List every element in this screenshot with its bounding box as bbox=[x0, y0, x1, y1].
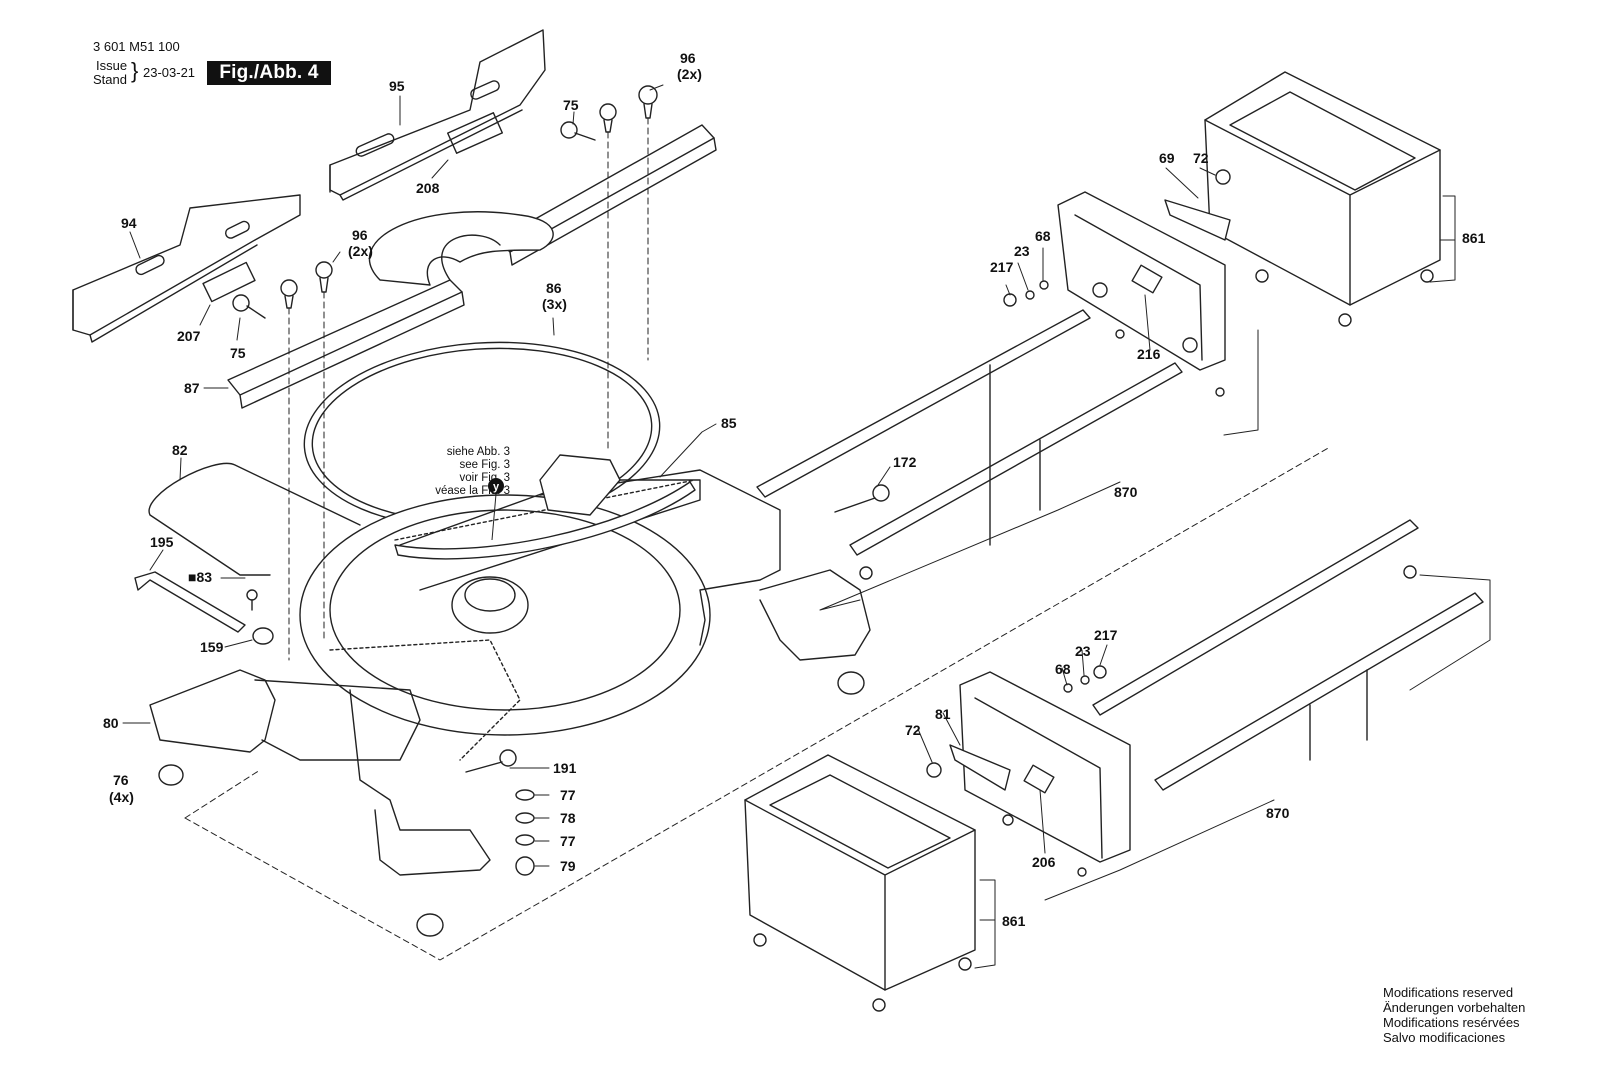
callout-159: 159 bbox=[200, 639, 224, 655]
svg-text:y: y bbox=[493, 481, 500, 493]
callout-207: 207 bbox=[177, 328, 201, 344]
note-line-es: Salvo modificaciones bbox=[1383, 1030, 1506, 1045]
issue-date: 23-03-21 bbox=[143, 65, 196, 80]
callout-861-upper: 861 bbox=[1462, 230, 1486, 246]
fence-upper-part bbox=[329, 29, 546, 201]
hex-key-part bbox=[134, 571, 246, 633]
callout-79: 79 bbox=[560, 858, 576, 874]
callout-23-upper: 23 bbox=[1014, 243, 1030, 259]
stand-label: Stand bbox=[93, 72, 127, 87]
callout-75-left: 75 bbox=[230, 345, 246, 361]
callout-72-lower: 72 bbox=[905, 722, 921, 738]
callout-68-lower: 68 bbox=[1055, 661, 1071, 677]
callout-68-upper: 68 bbox=[1035, 228, 1051, 244]
callout-96-left: 96 bbox=[352, 227, 368, 243]
callout-69: 69 bbox=[1159, 150, 1175, 166]
callout-labels: 95 96 (2x) 75 208 94 96 (2x) 207 75 87 8… bbox=[103, 50, 1486, 929]
callout-83: ■83 bbox=[188, 569, 212, 585]
callout-72-upper: 72 bbox=[1193, 150, 1209, 166]
callout-216: 216 bbox=[1137, 346, 1161, 362]
callout-23-lower: 23 bbox=[1075, 643, 1091, 659]
handle-82-part bbox=[148, 462, 361, 576]
callout-86-qty: (3x) bbox=[542, 296, 567, 312]
callout-87: 87 bbox=[184, 380, 200, 396]
grip-handle-parts bbox=[949, 199, 1231, 791]
callout-82: 82 bbox=[172, 442, 188, 458]
storage-box-lower-part bbox=[744, 754, 976, 991]
ref-line-en: see Fig. 3 bbox=[459, 459, 511, 471]
callout-217-upper: 217 bbox=[990, 259, 1014, 275]
callout-96-top: 96 bbox=[680, 50, 696, 66]
callout-861-lower: 861 bbox=[1002, 913, 1026, 929]
callout-870-lower: 870 bbox=[1266, 805, 1290, 821]
leader-lines bbox=[122, 84, 1491, 969]
ref-line-de: siehe Abb. 3 bbox=[446, 446, 510, 458]
rods-upper-part bbox=[756, 309, 1183, 556]
callout-77-upper: 77 bbox=[560, 787, 576, 803]
callout-870-upper: 870 bbox=[1114, 484, 1138, 500]
callout-76-qty: (4x) bbox=[109, 789, 134, 805]
rods-lower-part bbox=[1092, 519, 1484, 791]
fence-rail-part bbox=[227, 124, 717, 409]
callout-217-lower: 217 bbox=[1094, 627, 1118, 643]
angle-scale-part bbox=[394, 481, 696, 560]
figure-badge: Fig./Abb. 4 bbox=[207, 61, 331, 85]
modifications-note: Modifications reserved Änderungen vorbeh… bbox=[1383, 985, 1525, 1045]
callout-76: 76 bbox=[113, 772, 129, 788]
callout-172: 172 bbox=[893, 454, 917, 470]
extension-bracket-upper-part bbox=[1057, 191, 1226, 371]
note-line-de: Änderungen vorbehalten bbox=[1383, 1000, 1526, 1015]
callout-96-top-qty: (2x) bbox=[677, 66, 702, 82]
callout-81: 81 bbox=[935, 706, 951, 722]
callout-94: 94 bbox=[121, 215, 137, 231]
extension-bracket-lower-part bbox=[959, 671, 1131, 863]
assembly-dashed-lines bbox=[184, 117, 1331, 961]
callout-80: 80 bbox=[103, 715, 119, 731]
issue-label: Issue bbox=[96, 58, 128, 73]
callout-195: 195 bbox=[150, 534, 174, 550]
callout-95: 95 bbox=[389, 78, 405, 94]
part-number: 3 601 M51 100 bbox=[93, 39, 180, 54]
fasteners-group bbox=[158, 85, 1434, 1012]
callout-191: 191 bbox=[553, 760, 577, 776]
callout-75-top: 75 bbox=[563, 97, 579, 113]
fence-left-part bbox=[72, 194, 301, 343]
callout-86: 86 bbox=[546, 280, 562, 296]
brace-glyph: } bbox=[131, 58, 139, 83]
callout-206: 206 bbox=[1032, 854, 1056, 870]
callout-85: 85 bbox=[721, 415, 737, 431]
storage-box-upper-part bbox=[1204, 71, 1441, 306]
callout-77-lower: 77 bbox=[560, 833, 576, 849]
note-line-en: Modifications reserved bbox=[1383, 985, 1514, 1000]
callout-208: 208 bbox=[416, 180, 440, 196]
note-line-fr: Modifications resérvées bbox=[1383, 1015, 1520, 1030]
callout-96-left-qty: (2x) bbox=[348, 243, 373, 259]
callout-78: 78 bbox=[560, 810, 576, 826]
reference-marker: y bbox=[488, 478, 504, 541]
